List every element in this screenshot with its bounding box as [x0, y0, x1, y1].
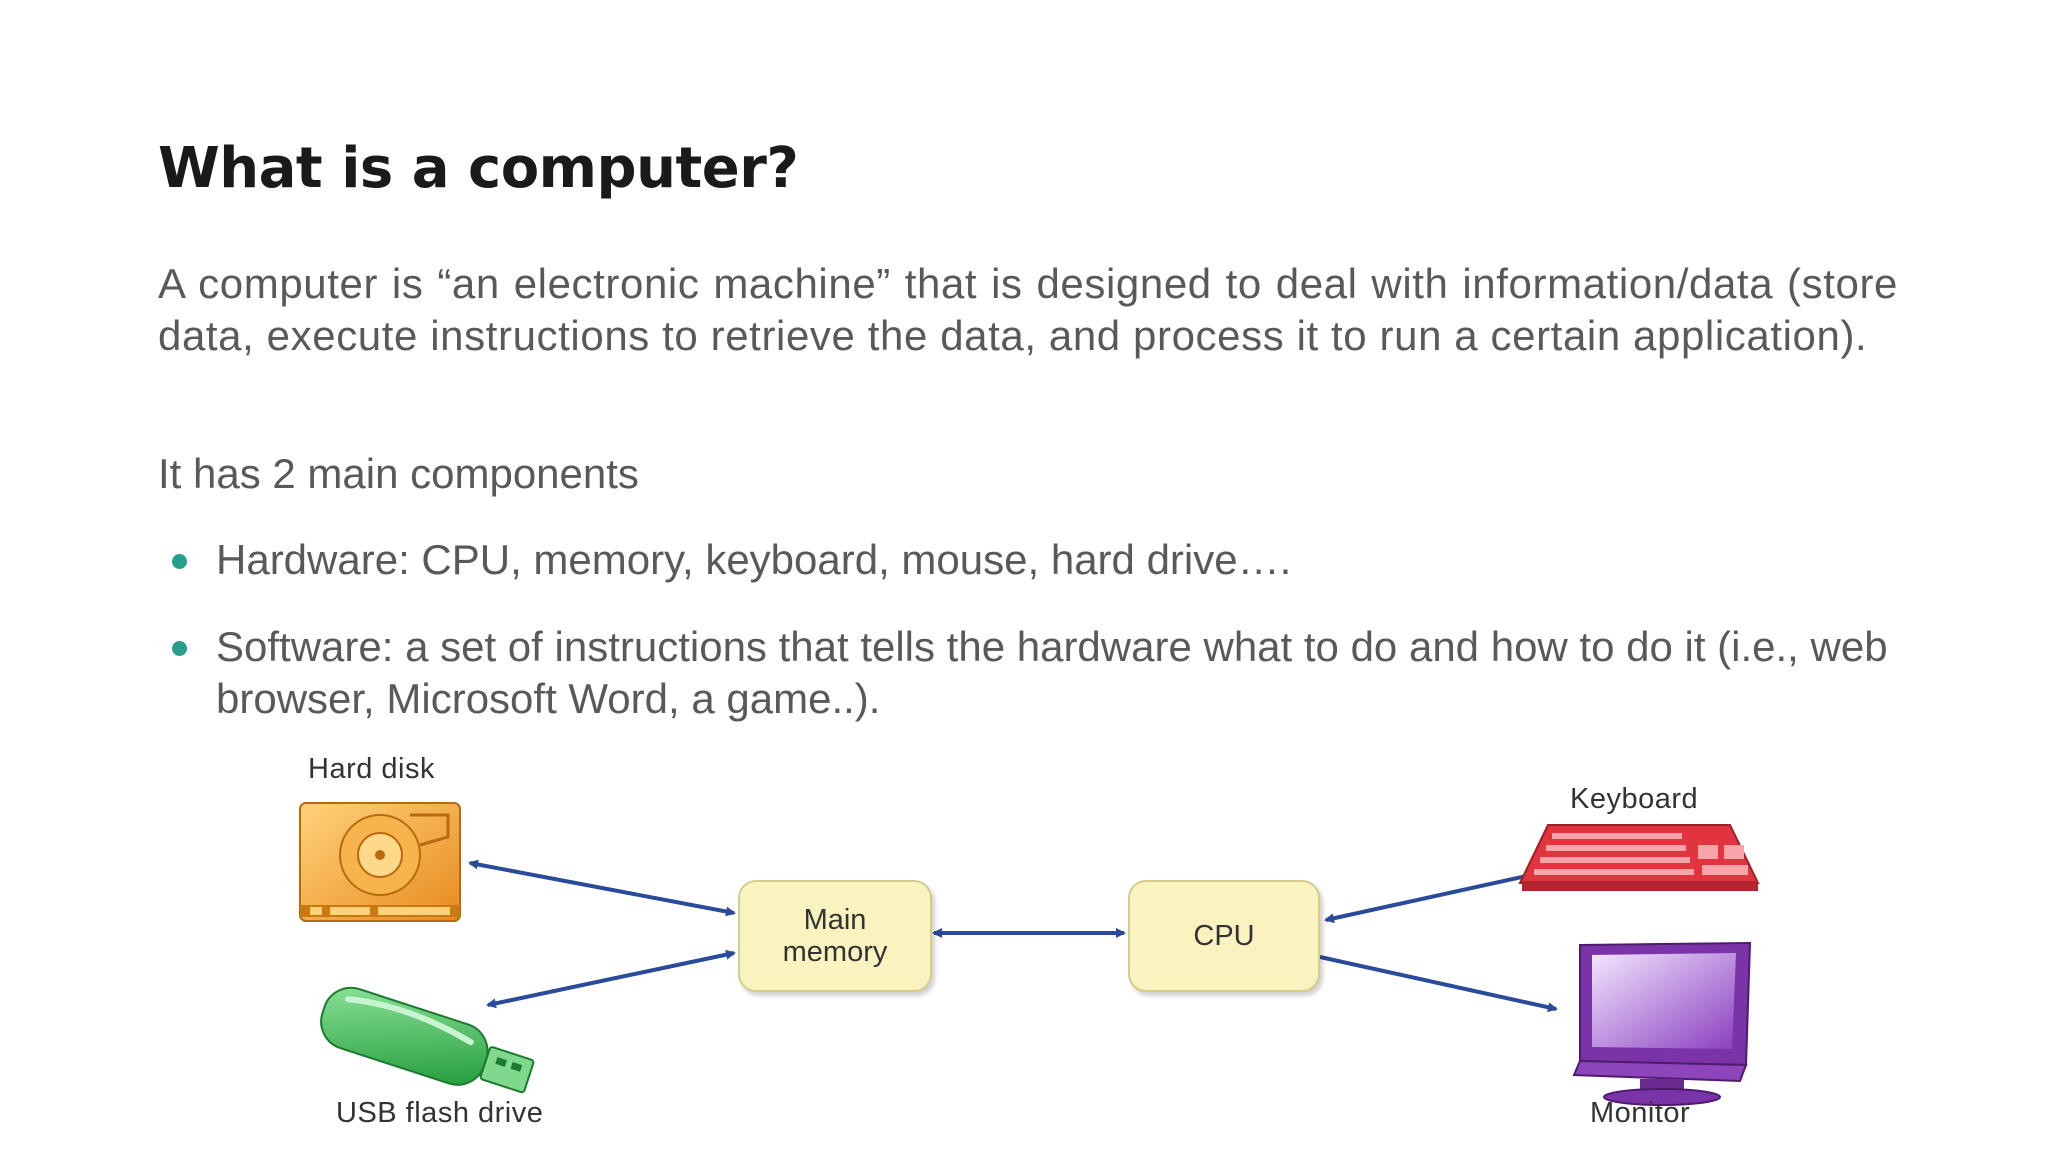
main-memory-label-line1: Main: [803, 904, 867, 936]
arrow-cpu-monitor: [1319, 955, 1558, 1013]
label-monitor: Monitor: [1590, 1097, 1691, 1129]
main-memory-box: Main memory: [738, 880, 932, 992]
diagram-graphics: [299, 802, 1760, 1106]
bullet-text: Hardware: CPU, memory, keyboard, mouse, …: [216, 536, 1292, 583]
definition-paragraph: A computer is “an electronic machine” th…: [158, 260, 1898, 359]
cpu-box: CPU: [1128, 880, 1320, 992]
components-intro: It has 2 main components: [158, 450, 639, 497]
cpu-label: CPU: [1193, 920, 1255, 952]
bullet-dot: [172, 554, 187, 569]
label-usb-flash-drive: USB flash drive: [336, 1097, 544, 1129]
list-item-software: Software: a set of instructions that tel…: [158, 621, 1898, 725]
monitor-icon: [1572, 941, 1752, 1106]
arrow-usb-memory: [486, 949, 736, 1009]
bullet-text: Software: a set of instructions that tel…: [216, 623, 1888, 722]
arrow-keyboard-cpu: [1324, 871, 1541, 924]
label-hard-disk: Hard disk: [308, 753, 435, 785]
bullet-dot: [172, 641, 187, 656]
slide-title: What is a computer?: [158, 136, 799, 201]
usb-flash-drive-icon: [320, 986, 535, 1094]
arrow-hard-disk-memory: [468, 859, 736, 917]
main-memory-label-line2: memory: [782, 936, 888, 968]
components-list: Hardware: CPU, memory, keyboard, mouse, …: [158, 534, 1898, 760]
hard-disk-icon: [299, 802, 461, 922]
computer-components-diagram: Hard disk USB flash drive Keyboard Monit…: [280, 745, 1800, 1145]
list-item-hardware: Hardware: CPU, memory, keyboard, mouse, …: [158, 534, 1898, 586]
label-keyboard: Keyboard: [1570, 783, 1699, 815]
keyboard-icon: [1518, 824, 1760, 891]
